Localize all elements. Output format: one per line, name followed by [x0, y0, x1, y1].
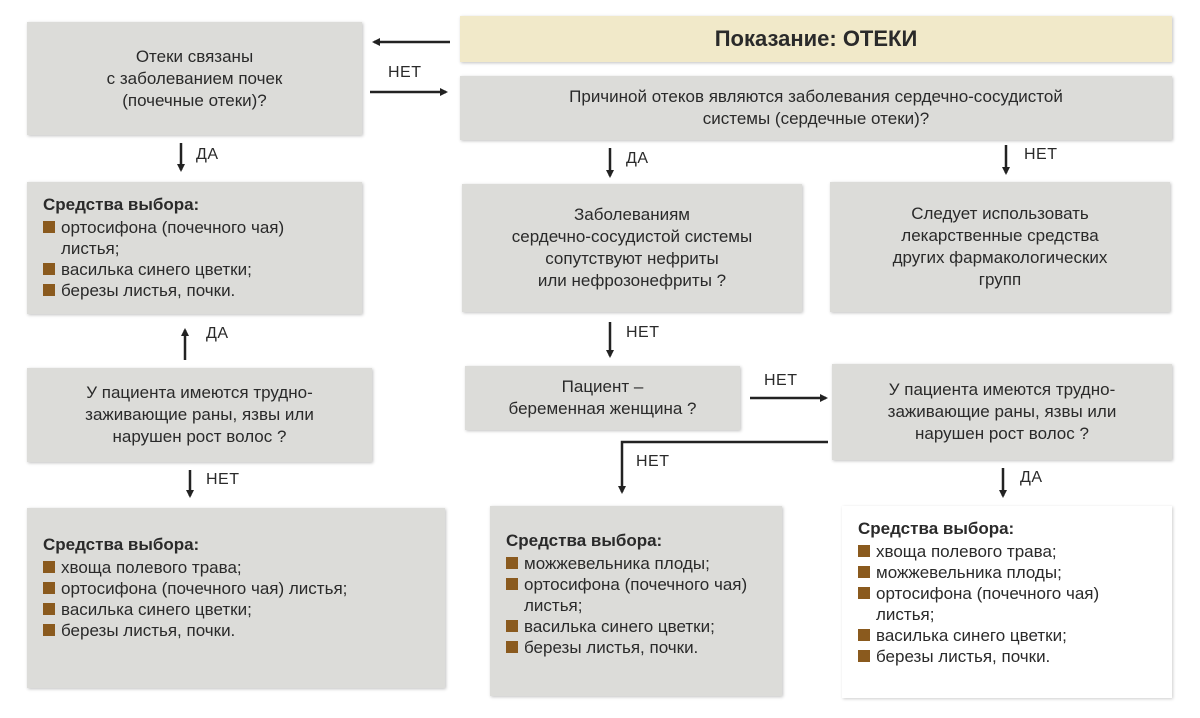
- choice-item: можжевельника плоды;: [858, 562, 1156, 583]
- choice-header: Средства выбора:: [43, 535, 200, 554]
- label-no: НЕТ: [626, 324, 660, 341]
- question-wounds-right: У пациента имеются трудно- заживающие ра…: [832, 364, 1172, 460]
- question-heart-disease: Причиной отеков являются заболевания сер…: [460, 76, 1172, 140]
- line: (почечные отеки)?: [122, 90, 267, 110]
- choice-item: хвоща полевого трава;: [43, 557, 429, 578]
- line: заживающие раны, язвы или: [85, 405, 314, 424]
- line: групп: [978, 270, 1022, 289]
- line: Следует использовать: [911, 204, 1089, 223]
- choice-item: березы листья, почки.: [858, 646, 1156, 667]
- choice-item: можжевельника плоды;: [506, 553, 766, 574]
- line: У пациента имеются трудно-: [888, 380, 1116, 399]
- label-no: НЕТ: [764, 372, 798, 389]
- question-wounds-left: У пациента имеются трудно- заживающие ра…: [27, 368, 372, 462]
- choice-item: василька синего цветки;: [506, 616, 766, 637]
- choice-item: березы листья, почки.: [506, 637, 766, 658]
- label-yes: ДА: [626, 150, 649, 167]
- choice-header: Средства выбора:: [506, 531, 663, 550]
- choice-kidney: Средства выбора: ортосифона (почечного ч…: [27, 182, 362, 314]
- line: системы (сердечные отеки)?: [702, 109, 930, 128]
- line: Отеки связаны: [135, 46, 254, 66]
- choice-mid-bottom: Средства выбора: можжевельника плоды; ор…: [490, 506, 782, 696]
- line: Заболеваниям: [574, 205, 690, 224]
- choice-item: березы листья, почки.: [43, 620, 429, 641]
- choice-header: Средства выбора:: [43, 195, 200, 214]
- line: нарушен рост волос ?: [915, 424, 1089, 443]
- choice-item: березы листья, почки.: [43, 280, 346, 301]
- line: с заболеванием почек: [106, 68, 283, 88]
- line: заживающие раны, язвы или: [887, 402, 1117, 421]
- line: беременная женщина ?: [508, 399, 697, 418]
- choice-header: Средства выбора:: [858, 519, 1015, 538]
- other-drug-groups: Следует использовать лекарственные средс…: [830, 182, 1170, 312]
- question-pregnant: Пациент – беременная женщина ?: [465, 366, 740, 430]
- label-no: НЕТ: [388, 64, 422, 81]
- arrow-wounds-right-no: [618, 440, 828, 494]
- choice-right-bottom: Средства выбора: хвоща полевого трава; м…: [842, 506, 1172, 698]
- choice-item: ортосифона (почечного чая) листья;: [43, 217, 346, 259]
- label-yes: ДА: [1020, 469, 1043, 486]
- line: или нефрозонефриты ?: [537, 271, 727, 290]
- line: лекарственные средства: [901, 226, 1099, 245]
- line: У пациента имеются трудно-: [86, 383, 313, 402]
- choice-item: василька синего цветки;: [43, 259, 346, 280]
- choice-item: ортосифона (почечного чая) листья;: [858, 583, 1156, 625]
- question-nephritis: Заболеваниям сердечно-сосудистой системы…: [462, 184, 802, 312]
- choice-item: василька синего цветки;: [43, 599, 429, 620]
- label-no: НЕТ: [206, 471, 240, 488]
- label-yes: ДА: [196, 146, 219, 163]
- label-no: НЕТ: [1024, 146, 1058, 163]
- diagram-title: Показание: ОТЕКИ: [460, 16, 1172, 62]
- choice-left-bottom: Средства выбора: хвоща полевого трава; о…: [27, 508, 445, 688]
- line: нарушен рост волос ?: [112, 427, 287, 446]
- choice-item: ортосифона (почечного чая) листья;: [43, 578, 429, 599]
- choice-item: хвоща полевого трава;: [858, 541, 1156, 562]
- line: Причиной отеков являются заболевания сер…: [569, 87, 1063, 106]
- line: сердечно-сосудистой системы: [511, 227, 753, 246]
- label-yes: ДА: [206, 325, 229, 342]
- choice-item: ортосифона (почечного чая) листья;: [506, 574, 766, 616]
- question-kidney-edema: Отеки связаны с заболеванием почек (поче…: [27, 22, 362, 135]
- line: сопутствуют нефриты: [545, 249, 719, 268]
- label-no: НЕТ: [636, 453, 670, 470]
- line: Пациент –: [561, 377, 644, 396]
- choice-item: василька синего цветки;: [858, 625, 1156, 646]
- line: других фармакологических: [892, 248, 1108, 267]
